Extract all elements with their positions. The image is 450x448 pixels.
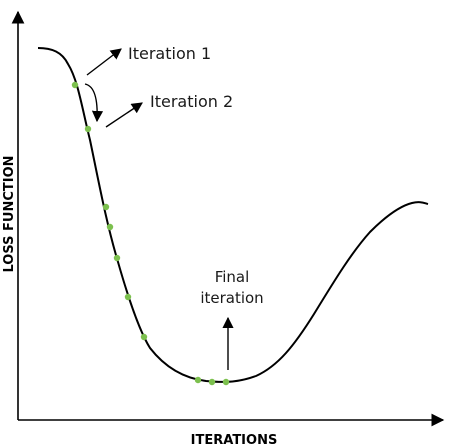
step-point	[194, 376, 202, 384]
iteration-2-arrow	[105, 102, 143, 128]
step-point	[102, 203, 110, 211]
step-point	[124, 293, 132, 301]
step-point	[106, 223, 114, 231]
step-point	[222, 378, 230, 386]
x-axis-label: ITERATIONS	[191, 433, 278, 448]
step-point	[140, 333, 148, 341]
step-point	[208, 378, 216, 386]
final-iteration-label-line2: iteration	[200, 289, 263, 307]
step-point	[71, 81, 79, 89]
step-point	[113, 254, 121, 262]
y-axis-label: LOSS FUNCTION	[2, 155, 17, 272]
final-iteration-label-line1: Final	[215, 268, 250, 286]
step-point	[84, 125, 92, 133]
iteration-1-arrow	[86, 48, 122, 76]
iteration-2-label: Iteration 2	[150, 92, 233, 111]
step-bracket-arrow	[84, 83, 104, 123]
iteration-1-label: Iteration 1	[128, 44, 211, 63]
